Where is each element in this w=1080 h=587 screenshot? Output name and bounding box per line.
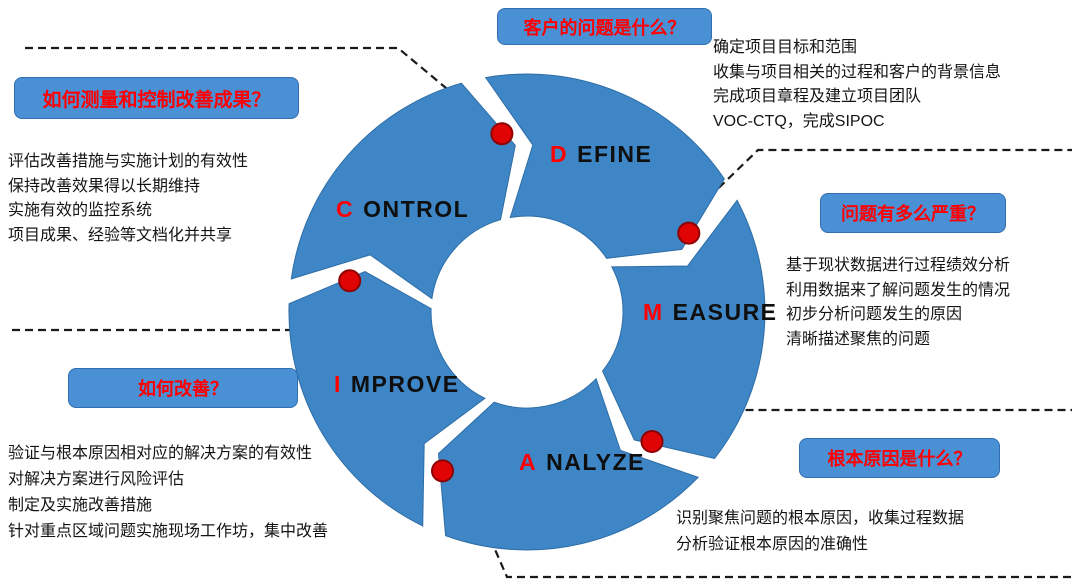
ring-segment-analyze [437, 377, 700, 551]
note-line: 制定及实施改善措施 [8, 497, 153, 514]
phase-rest-define: EFINE [577, 141, 653, 167]
phase-initial-control: C [336, 196, 355, 222]
phase-rest-improve: MPROVE [350, 371, 460, 397]
note-line: 针对重点区域问题实施现场工作坊，集中改善 [8, 523, 329, 540]
callout-measure-question: 问题有多么严重？ [820, 193, 1006, 233]
note-line: 项目成果、经验等文档化并共享 [8, 226, 233, 244]
note-line: 识别聚焦问题的根本原因，收集过程数据 [676, 510, 965, 527]
callout-define-question: 客户的问题是什么？ [497, 8, 712, 45]
note-line: 基于现状数据进行过程绩效分析 [786, 257, 1011, 274]
callout-improve-question: 如何改善？ [68, 368, 298, 408]
phase-rest-control: ONTROL [363, 196, 470, 222]
phase-label-define: D EFINE [550, 141, 652, 168]
junction-dot-bottom [431, 459, 454, 483]
note-line: 清晰描述聚焦的问题 [786, 330, 931, 348]
connector-control-dashed-line [25, 46, 453, 94]
junction-dot-right [677, 221, 701, 245]
phase-initial-analyze: A [519, 449, 538, 475]
note-line: 对解决方案进行风险评估 [8, 471, 185, 488]
improve-notes: 验证与根本原因相对应的解决方案的有效性 对解决方案进行风险评估 制定及实施改善措… [8, 441, 328, 545]
phase-rest-analyze: NALYZE [546, 449, 646, 475]
note-line: 完成项目章程及建立项目团队 [713, 88, 922, 105]
phase-label-control: C ONTROL [336, 196, 469, 223]
note-line: 分析验证根本原因的准确性 [676, 536, 869, 553]
ring-segments [288, 73, 766, 551]
junction-dots [338, 122, 701, 483]
junction-dot-bottom-right [640, 430, 664, 453]
phase-label-improve: I MPROVE [334, 371, 460, 398]
phase-label-analyze: A NALYZE [519, 449, 645, 476]
ring-segment-define [484, 73, 725, 259]
phase-rest-measure: EASURE [672, 299, 778, 325]
junction-dot-top [490, 122, 514, 146]
note-line: 初步分析问题发生的原因 [786, 306, 963, 323]
note-line: 收集与项目相关的过程和客户的背景信息 [713, 63, 1002, 81]
note-line: 评估改善措施与实施计划的有效性 [8, 153, 249, 170]
phase-initial-improve: I [334, 371, 342, 397]
phase-label-measure: M EASURE [643, 299, 778, 326]
note-line: 保持改善效果得以长期维持 [8, 177, 201, 195]
callout-control-question: 如何测量和控制改善成果？ [14, 77, 299, 119]
control-notes: 评估改善措施与实施计划的有效性 保持改善效果得以长期维持 实施有效的监控系统 项… [8, 150, 248, 248]
note-line: 实施有效的监控系统 [8, 202, 153, 219]
note-line: 验证与根本原因相对应的解决方案的有效性 [8, 445, 313, 462]
note-line: 确定项目目标和范围 [713, 39, 858, 56]
define-notes: 确定项目目标和范围 收集与项目相关的过程和客户的背景信息 完成项目章程及建立项目… [713, 36, 1001, 134]
ring-segment-measure [602, 199, 766, 460]
phase-initial-measure: M [643, 299, 664, 325]
analyze-notes: 识别聚焦问题的根本原因，收集过程数据 分析验证根本原因的准确性 [676, 506, 964, 558]
callout-analyze-question: 根本原因是什么？ [799, 438, 1000, 478]
note-line: 利用数据来了解问题发生的情况 [786, 281, 1011, 299]
junction-dot-left [338, 269, 362, 293]
measure-notes: 基于现状数据进行过程绩效分析 利用数据来了解问题发生的情况 初步分析问题发生的原… [786, 254, 1010, 352]
phase-initial-define: D [550, 141, 569, 167]
note-line: VOC-CTQ，完成SIPOC [713, 112, 885, 130]
ring-segment-control [290, 82, 516, 300]
ring-segment-improve [288, 271, 486, 527]
